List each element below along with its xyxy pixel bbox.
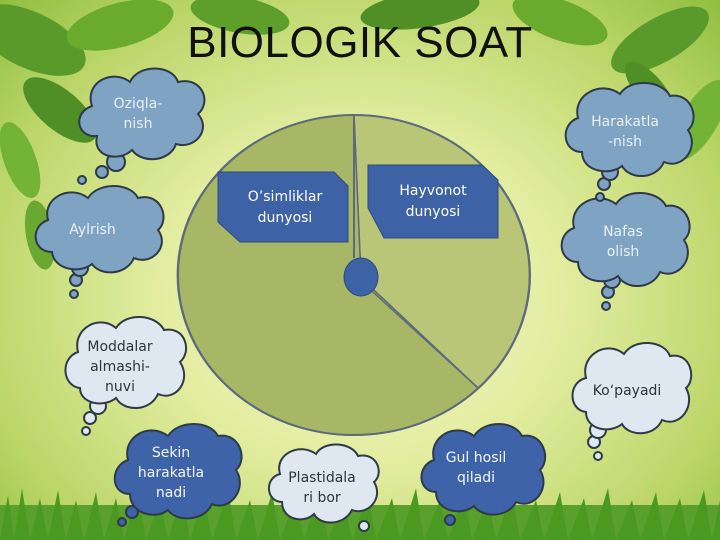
cloud-kopayadi (571, 341, 693, 461)
clock-minute-hand (361, 281, 479, 389)
plants-label: O’simliklar dunyosi (247, 189, 323, 226)
cloud-ayirish (34, 185, 165, 299)
animals-label-box (367, 164, 499, 239)
cloud-gul (420, 423, 547, 526)
cloud-moddalar (64, 315, 188, 436)
cloud-harakatlanish (564, 81, 695, 202)
animals-label: Hayvonot dunyosi (399, 183, 467, 220)
clock-center (343, 257, 379, 297)
plants-label-box (217, 171, 349, 243)
slide-title: BIOLOGIK SOAT (187, 18, 533, 67)
cloud-plastidalari (268, 443, 380, 532)
cloud-nafas (560, 191, 691, 311)
cloud-oziqlanish (77, 67, 206, 185)
cloud-sekin (113, 423, 243, 527)
